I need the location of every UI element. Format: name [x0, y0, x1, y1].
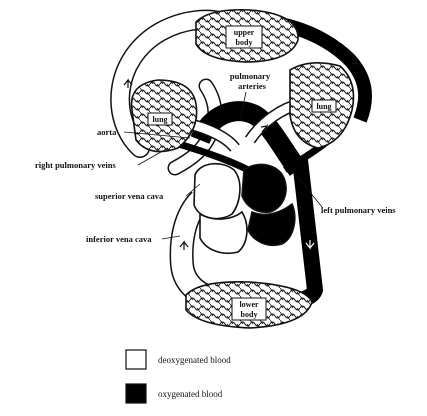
heart	[193, 162, 296, 254]
right-ventricle	[199, 210, 248, 254]
lower-body-label-box	[231, 297, 267, 321]
arrow-descending	[305, 240, 315, 250]
arrow-upper-left	[123, 78, 133, 88]
upper-body-label-box	[225, 25, 263, 49]
upper-body-label-line1: upper	[234, 28, 255, 37]
left-pulmonary-veins-leader	[291, 169, 323, 208]
legend-swatch-oxygenated	[125, 383, 147, 404]
arrow-ivc	[179, 240, 189, 250]
right-atrium	[193, 162, 241, 220]
left-atrium	[241, 163, 287, 214]
arrow-upper-right	[350, 57, 359, 65]
lower-body-label-line1: lower	[239, 300, 259, 309]
right-pulmonary-veins-leader	[137, 147, 169, 166]
superior-vena-cava-leader	[185, 183, 201, 197]
arrow-pulm-artery	[260, 123, 268, 133]
right-lung-label: lung	[152, 115, 167, 124]
pulmonary-arteries-label-line1: pulmonary	[230, 71, 271, 81]
legend: deoxygenated blood oxygenated blood	[125, 349, 231, 404]
pulmonary-arteries-leader	[239, 91, 247, 121]
legend-label-deoxygenated: deoxygenated blood	[158, 355, 231, 365]
superior-vena-cava-label: superior vena cava	[95, 191, 164, 201]
pulmonary-arteries-label-line2: arteries	[238, 81, 267, 91]
right-lung-label-box	[147, 112, 173, 126]
lower-body-label-line2: body	[241, 310, 258, 319]
inferior-vena-cava-leader	[161, 235, 181, 240]
aorta-leader	[123, 131, 191, 139]
flow-arrows	[123, 57, 359, 250]
upper-body-label-line2: body	[236, 38, 253, 47]
inferior-vena-cava-label: inferior vena cava	[86, 234, 152, 244]
left-ventricle	[247, 202, 296, 246]
legend-label-oxygenated: oxygenated blood	[158, 389, 223, 399]
left-lung-label-box	[311, 99, 337, 113]
left-lung-label: lung	[316, 102, 331, 111]
legend-swatch-deoxygenated	[125, 349, 147, 370]
aorta-to-lungs	[190, 101, 307, 176]
left-pulmonary-veins-label: left pulmonary veins	[321, 205, 396, 215]
right-pulmonary-veins-label: right pulmonary veins	[35, 160, 116, 170]
aorta-label: aorta	[97, 127, 117, 137]
